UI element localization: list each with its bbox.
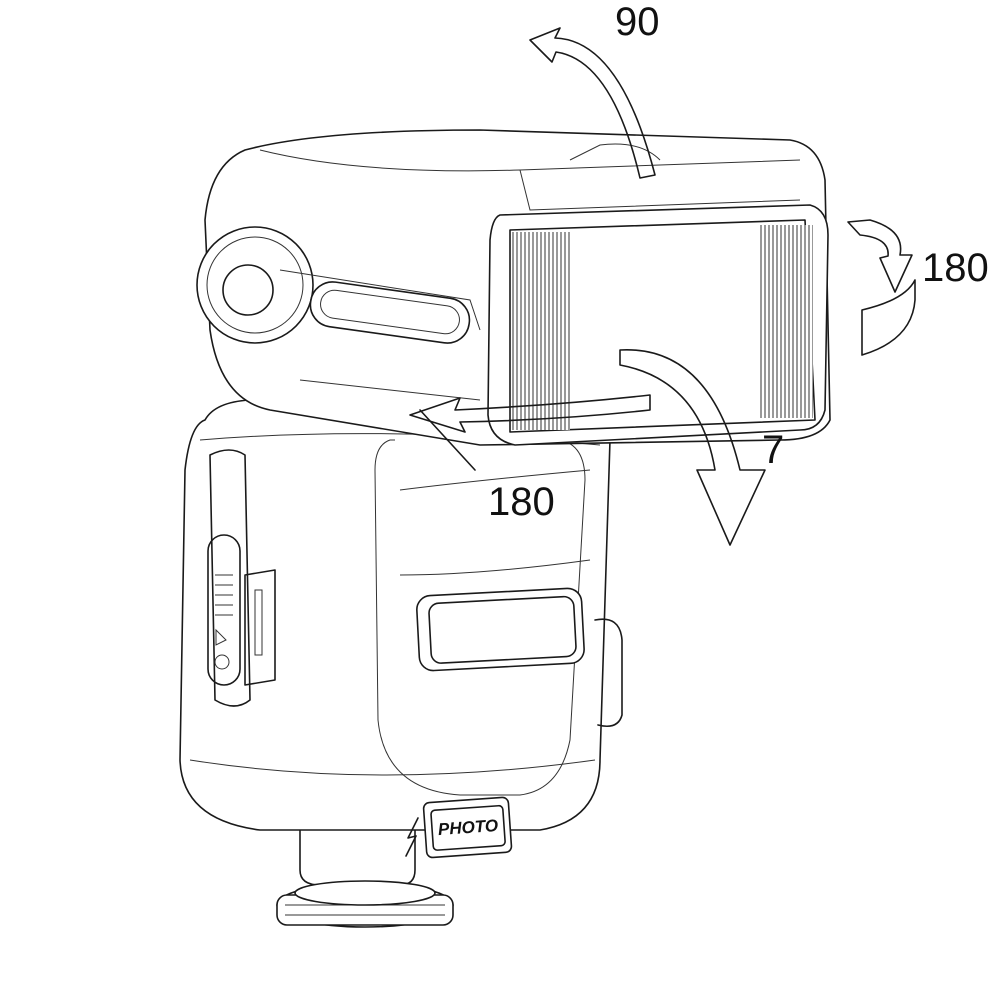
diffuser-right-band [758,225,813,418]
photo-button-frame [422,796,513,859]
tilt-up-arrow [529,27,656,179]
rotate-left-label: 180 [488,480,555,524]
tilt-up-label: 90 [615,0,660,44]
diffuser-left-band [512,232,570,430]
tilt-down-arrow [619,349,766,546]
rotate-right-arrow [847,219,916,356]
photo-button[interactable]: PHOTO [437,815,499,840]
rotate-right-label: 180 [922,246,989,290]
tilt-down-label: 7 [762,428,785,472]
flash-body [179,399,623,831]
rotate-left-arrow [409,394,651,471]
lightning-icon [405,817,419,857]
flash-front-panel [487,204,829,446]
front-sensor-window [416,587,585,672]
